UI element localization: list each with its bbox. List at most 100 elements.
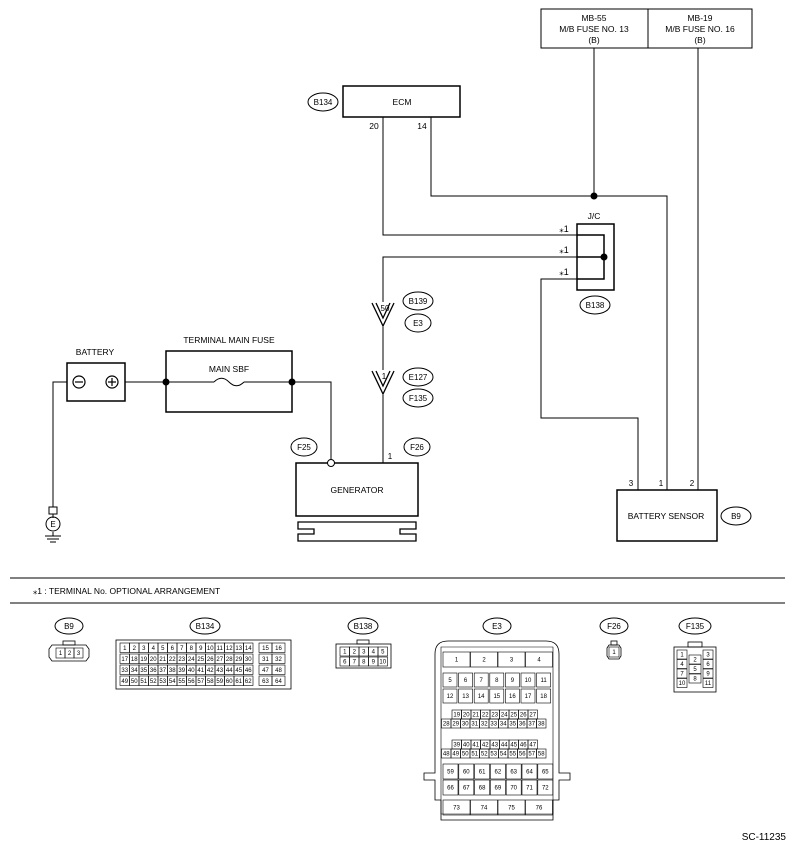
cv-b134-pin: 15 — [262, 646, 269, 652]
cv-e3-pin: 12 — [447, 694, 454, 700]
cv-b138-cell — [377, 656, 388, 667]
cv-b134-cell — [243, 642, 254, 653]
cv-e3-pin: 63 — [510, 770, 517, 776]
cv-e3-pin: 8 — [495, 678, 499, 684]
cv-b138-pin: 5 — [381, 650, 385, 656]
cv-b134-pin: 14 — [245, 646, 252, 652]
cv-e3-pin: 54 — [500, 752, 507, 758]
cv-e3-pin: 48 — [443, 752, 450, 758]
wire-ecm-20 — [382, 117, 577, 236]
cv-b134-pin: 27 — [216, 657, 223, 663]
cv-b134-pin: 54 — [169, 679, 176, 685]
cv-b134-pin: 52 — [150, 679, 157, 685]
fuse-box-right — [647, 8, 753, 49]
fuse-left-line2: M/B FUSE NO. 13 — [559, 24, 629, 34]
fuse-right-line3: (B) — [694, 35, 706, 45]
jc-pin-note-3: ⁎1 — [559, 267, 569, 277]
main-fuse-label: MAIN SBF — [209, 364, 249, 374]
cv-e3-cell — [442, 651, 471, 668]
cv-e3-pin: 25 — [510, 713, 517, 719]
cv-e3-cell — [505, 672, 520, 688]
cv-e3-pin: 62 — [495, 770, 502, 776]
cv-e3-pin: 47 — [529, 743, 536, 749]
cv-b9-pin: 3 — [77, 651, 81, 657]
cv-b134-pin: 47 — [262, 668, 269, 674]
connector-e3: E3 — [413, 319, 423, 328]
battery-sensor-pin-3: 3 — [629, 479, 634, 488]
cv-f135-pin: 7 — [680, 672, 684, 678]
ground-label: E — [50, 520, 55, 529]
cv-e3-cell — [505, 688, 520, 704]
battery-sensor-label: BATTERY SENSOR — [628, 511, 705, 521]
cv-e3-pin: 3 — [510, 658, 514, 664]
cv-b134-pin: 13 — [235, 646, 242, 652]
cv-b134-label: B134 — [196, 622, 215, 631]
cv-e3-pin: 23 — [491, 713, 498, 719]
cv-f135-cell — [676, 649, 688, 660]
cv-e3-housing — [423, 640, 571, 821]
cv-f135-pin: 3 — [706, 653, 710, 659]
cv-f135-pin: 6 — [706, 662, 710, 668]
ecm-box — [342, 85, 461, 118]
cv-e3-pin: 37 — [528, 722, 535, 728]
cv-e3-pin: 1 — [455, 658, 459, 664]
cv-e3-cell — [442, 672, 458, 688]
generator-box — [295, 462, 419, 517]
cv-e3-cell — [521, 763, 538, 780]
fuse-right-line2: M/B FUSE NO. 16 — [665, 24, 735, 34]
cv-e3-cell — [442, 688, 458, 704]
cv-f135-cell — [702, 668, 714, 679]
cv-e3-pin: 49 — [452, 752, 459, 758]
cv-b138-pin: 8 — [362, 660, 366, 666]
cv-e3-pin: 30 — [462, 722, 469, 728]
cv-b138-pin: 10 — [379, 660, 386, 666]
cv-f135-cell — [688, 664, 702, 674]
cv-e3-pin: 74 — [481, 806, 488, 812]
cv-e3-cell — [490, 763, 506, 780]
cv-e3-cell — [525, 651, 553, 668]
cv-e3-pin: 61 — [479, 770, 486, 776]
cv-b134-pin: 38 — [169, 668, 176, 674]
cv-e3-cell — [505, 763, 522, 780]
wire-fuse-generator — [292, 381, 332, 460]
cv-e3-pin: 4 — [537, 658, 541, 664]
cv-b138-pin: 7 — [353, 660, 357, 666]
cv-e3-pin: 65 — [542, 770, 549, 776]
cv-f135-cell — [676, 668, 688, 679]
cv-e3-pin: 69 — [495, 786, 502, 792]
cv-f135-cell — [702, 678, 714, 688]
cv-b134-pin: 18 — [131, 657, 138, 663]
battery-sensor-box — [616, 489, 718, 542]
cv-e3-pin: 13 — [462, 694, 469, 700]
cv-b134-pin: 64 — [275, 679, 282, 685]
cv-f135-cell — [676, 659, 688, 669]
battery-sensor-pin-1: 1 — [659, 479, 664, 488]
cv-e3-cell — [537, 779, 554, 796]
cv-b134-pin: 40 — [188, 668, 195, 674]
cv-b134-cell — [271, 642, 286, 653]
cv-e3-pin: 5 — [448, 678, 452, 684]
cv-b138-pin: 9 — [372, 660, 376, 666]
cv-b9-pin: 1 — [59, 651, 63, 657]
cv-f135-pin: 2 — [693, 658, 697, 664]
cv-b134-pin: 21 — [159, 657, 166, 663]
cv-e3-pin: 27 — [529, 713, 536, 719]
cv-e3-cell — [458, 763, 475, 780]
cv-b134-cell — [243, 675, 254, 686]
cv-e3-cell — [536, 748, 547, 759]
cv-b138-label: B138 — [354, 622, 373, 631]
cv-b134-pin: 30 — [245, 657, 252, 663]
cv-b9-pin: 2 — [68, 651, 72, 657]
cv-f135-cell — [676, 678, 688, 688]
cv-e3-cell — [521, 779, 538, 796]
cv-b134-pin: 35 — [140, 668, 147, 674]
generator-label: GENERATOR — [330, 485, 383, 495]
cv-b134-pin: 29 — [235, 657, 242, 663]
cv-e3-pin: 38 — [538, 722, 545, 728]
cv-b134-pin: 56 — [188, 679, 195, 685]
cv-b134-pin: 33 — [121, 668, 128, 674]
cv-f26-cell — [608, 646, 620, 658]
cv-f135-pin: 4 — [680, 662, 684, 668]
cv-e3-pin: 11 — [540, 678, 547, 684]
cv-b134-cell — [243, 664, 254, 675]
